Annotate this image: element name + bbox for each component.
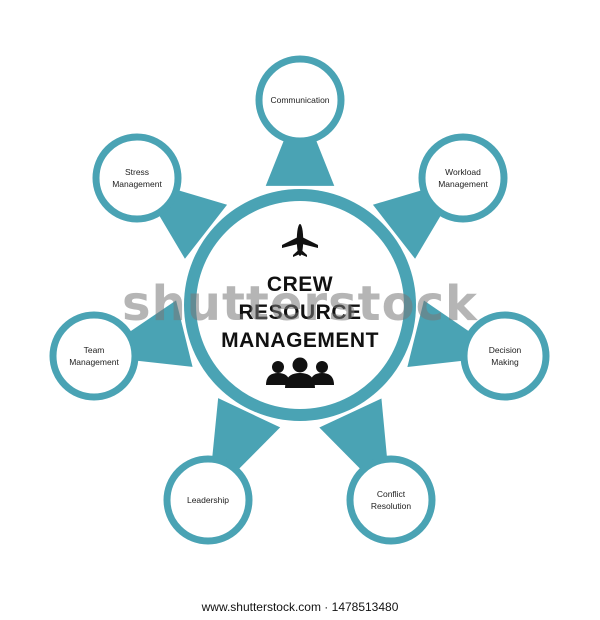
node-circle-stress-management [92,133,182,223]
node-label-communication: Communication [270,95,329,105]
node-communication: Communication [255,55,345,145]
center-circle [196,201,404,409]
node-group: CommunicationWorkloadManagementDecisionM… [49,55,550,545]
node-label-team-management: Team [84,345,105,355]
node-circle-communication [255,55,345,145]
node-circle-conflict-resolution [346,455,436,545]
node-label-conflict-resolution: Conflict [377,489,406,499]
node-label-team-management: Management [69,357,119,367]
center-title-line-1: CREW [267,273,333,296]
node-circle-team-management [49,311,139,401]
node-circle-decision-making [460,311,550,401]
node-label-decision-making: Decision [489,345,522,355]
node-label-leadership: Leadership [187,495,229,505]
airplane-icon [282,224,318,257]
people-group-icon [266,357,334,388]
footer-text: www.shutterstock.com · 1478513480 [201,600,399,614]
node-label-stress-management: Stress [125,167,149,177]
node-circle-leadership [163,455,253,545]
center-title-line-3: MANAGEMENT [221,329,379,352]
node-label-stress-management: Management [112,179,162,189]
node-circle-workload-management [418,133,508,223]
node-label-workload-management: Workload [445,167,481,177]
node-leadership: Leadership [163,455,253,545]
node-label-conflict-resolution: Resolution [371,501,411,511]
node-label-workload-management: Management [438,179,488,189]
node-label-decision-making: Making [491,357,519,367]
center-title-line-2: RESOURCE [238,301,361,324]
